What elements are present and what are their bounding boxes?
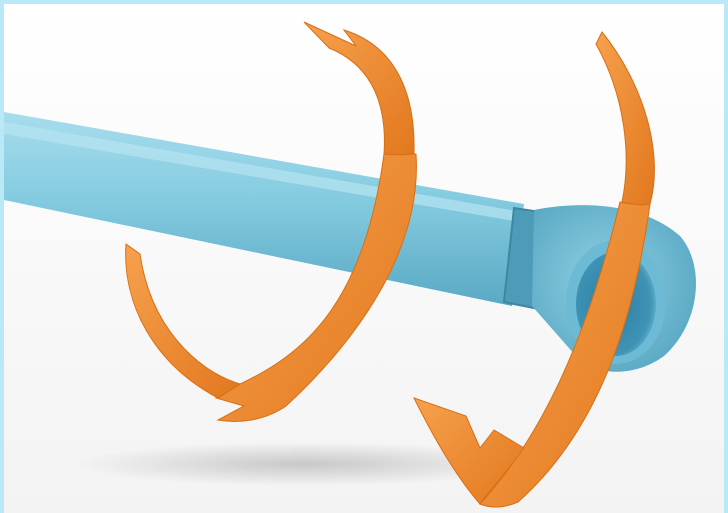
pipe-rotation-scene bbox=[4, 4, 724, 513]
